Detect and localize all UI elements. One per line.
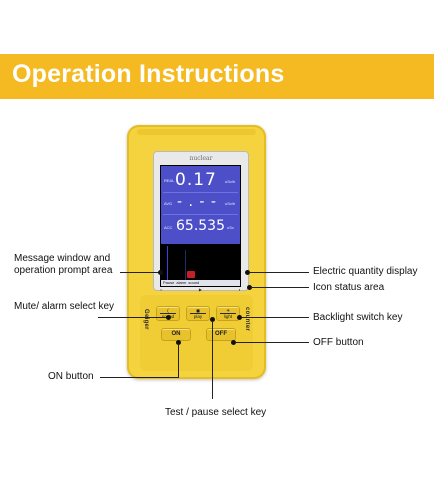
device-top-ridge [137,129,256,135]
graph-alarm-mark [187,271,195,278]
title-banner: Operation Instructions [0,54,434,99]
readout-panel: REAL 0.17 uSv/h AVG - . - - uSv/h ACC 65… [161,166,240,244]
leader-off-button [235,342,309,343]
graph-cursor-line [185,250,186,280]
back-icon: < [160,286,163,292]
leader-on-button-vertical [178,344,179,377]
callout-on-button: ON button [48,371,94,382]
leader-dot [176,340,181,345]
callout-electric-display: Electric quantity display [313,266,418,277]
readout-real-value: 0.17 [175,170,217,190]
leader-dot [231,340,236,345]
readout-divider [163,192,238,193]
on-button[interactable]: ON [161,328,191,341]
play-icon: ▶ [198,286,202,292]
readout-avg-label: AVG [164,201,173,206]
readout-real-label: REAL [164,178,175,183]
readout-real-unit: uSv/h [225,179,236,184]
graph-axis [167,246,168,280]
side-label-geiger: Geiger [143,309,149,330]
leader-dot [210,317,215,322]
stop-icon: ◼ [196,308,200,313]
callout-mute-alarm: Mute/ alarm select key [14,301,115,312]
message-word: alarm [176,280,187,285]
off-button[interactable]: OFF [206,328,236,341]
screen-brand: nuclear [189,155,213,162]
lcd-screen: REAL 0.17 uSv/h AVG - . - - uSv/h ACC 65… [160,165,241,287]
leader-mute-alarm [98,317,168,318]
leader-dot [245,270,250,275]
leader-dot [158,270,163,275]
side-label-counter: counter [244,307,250,332]
count-graph [161,246,240,280]
backlight-key[interactable]: ☀ light [216,306,240,321]
readout-divider [163,214,238,215]
screen-bezel: nuclear REAL 0.17 uSv/h AVG - . - - uSv/… [153,151,249,292]
leader-test-pause [212,321,213,399]
sun-icon: ☀ [225,308,231,313]
callout-test-pause: Test / pause select key [165,407,267,418]
callout-operation-prompt: operation prompt area [14,265,113,276]
leader-on-button [100,377,179,378]
geiger-counter-device: nuclear REAL 0.17 uSv/h AVG - . - - uSv/… [127,125,266,379]
callout-off-button: OFF button [313,337,364,348]
callout-icon-status: Icon status area [313,282,385,293]
callout-message-window: Message window and [14,253,111,264]
speaker-icon: ( [167,308,169,313]
leader-electric-display [249,272,309,273]
readout-acc-unit: uSv [227,225,234,230]
leader-dot [166,315,171,320]
keypad: Geiger counter ( sound ◼ play ☀ light ON… [140,295,253,371]
banner-title: Operation Instructions [12,60,285,88]
leader-dot [237,315,242,320]
battery-icon: ◐ [238,286,241,292]
leader-backlight [241,317,309,318]
readout-avg-unit: uSv/h [225,201,236,206]
readout-avg-value: - . - - [177,194,217,210]
leader-icon-status [251,287,309,288]
key-label: light [220,313,236,319]
test-pause-key[interactable]: ◼ play [186,306,210,321]
readout-acc-value: 65.535 [176,218,225,234]
leader-message-window [120,272,160,273]
callout-backlight: Backlight switch key [313,312,403,323]
message-word: sound [188,280,200,285]
leader-dot [247,285,252,290]
readout-acc-label: ACC [164,225,173,230]
key-label: play [190,313,206,319]
message-word: Pause [163,280,175,285]
